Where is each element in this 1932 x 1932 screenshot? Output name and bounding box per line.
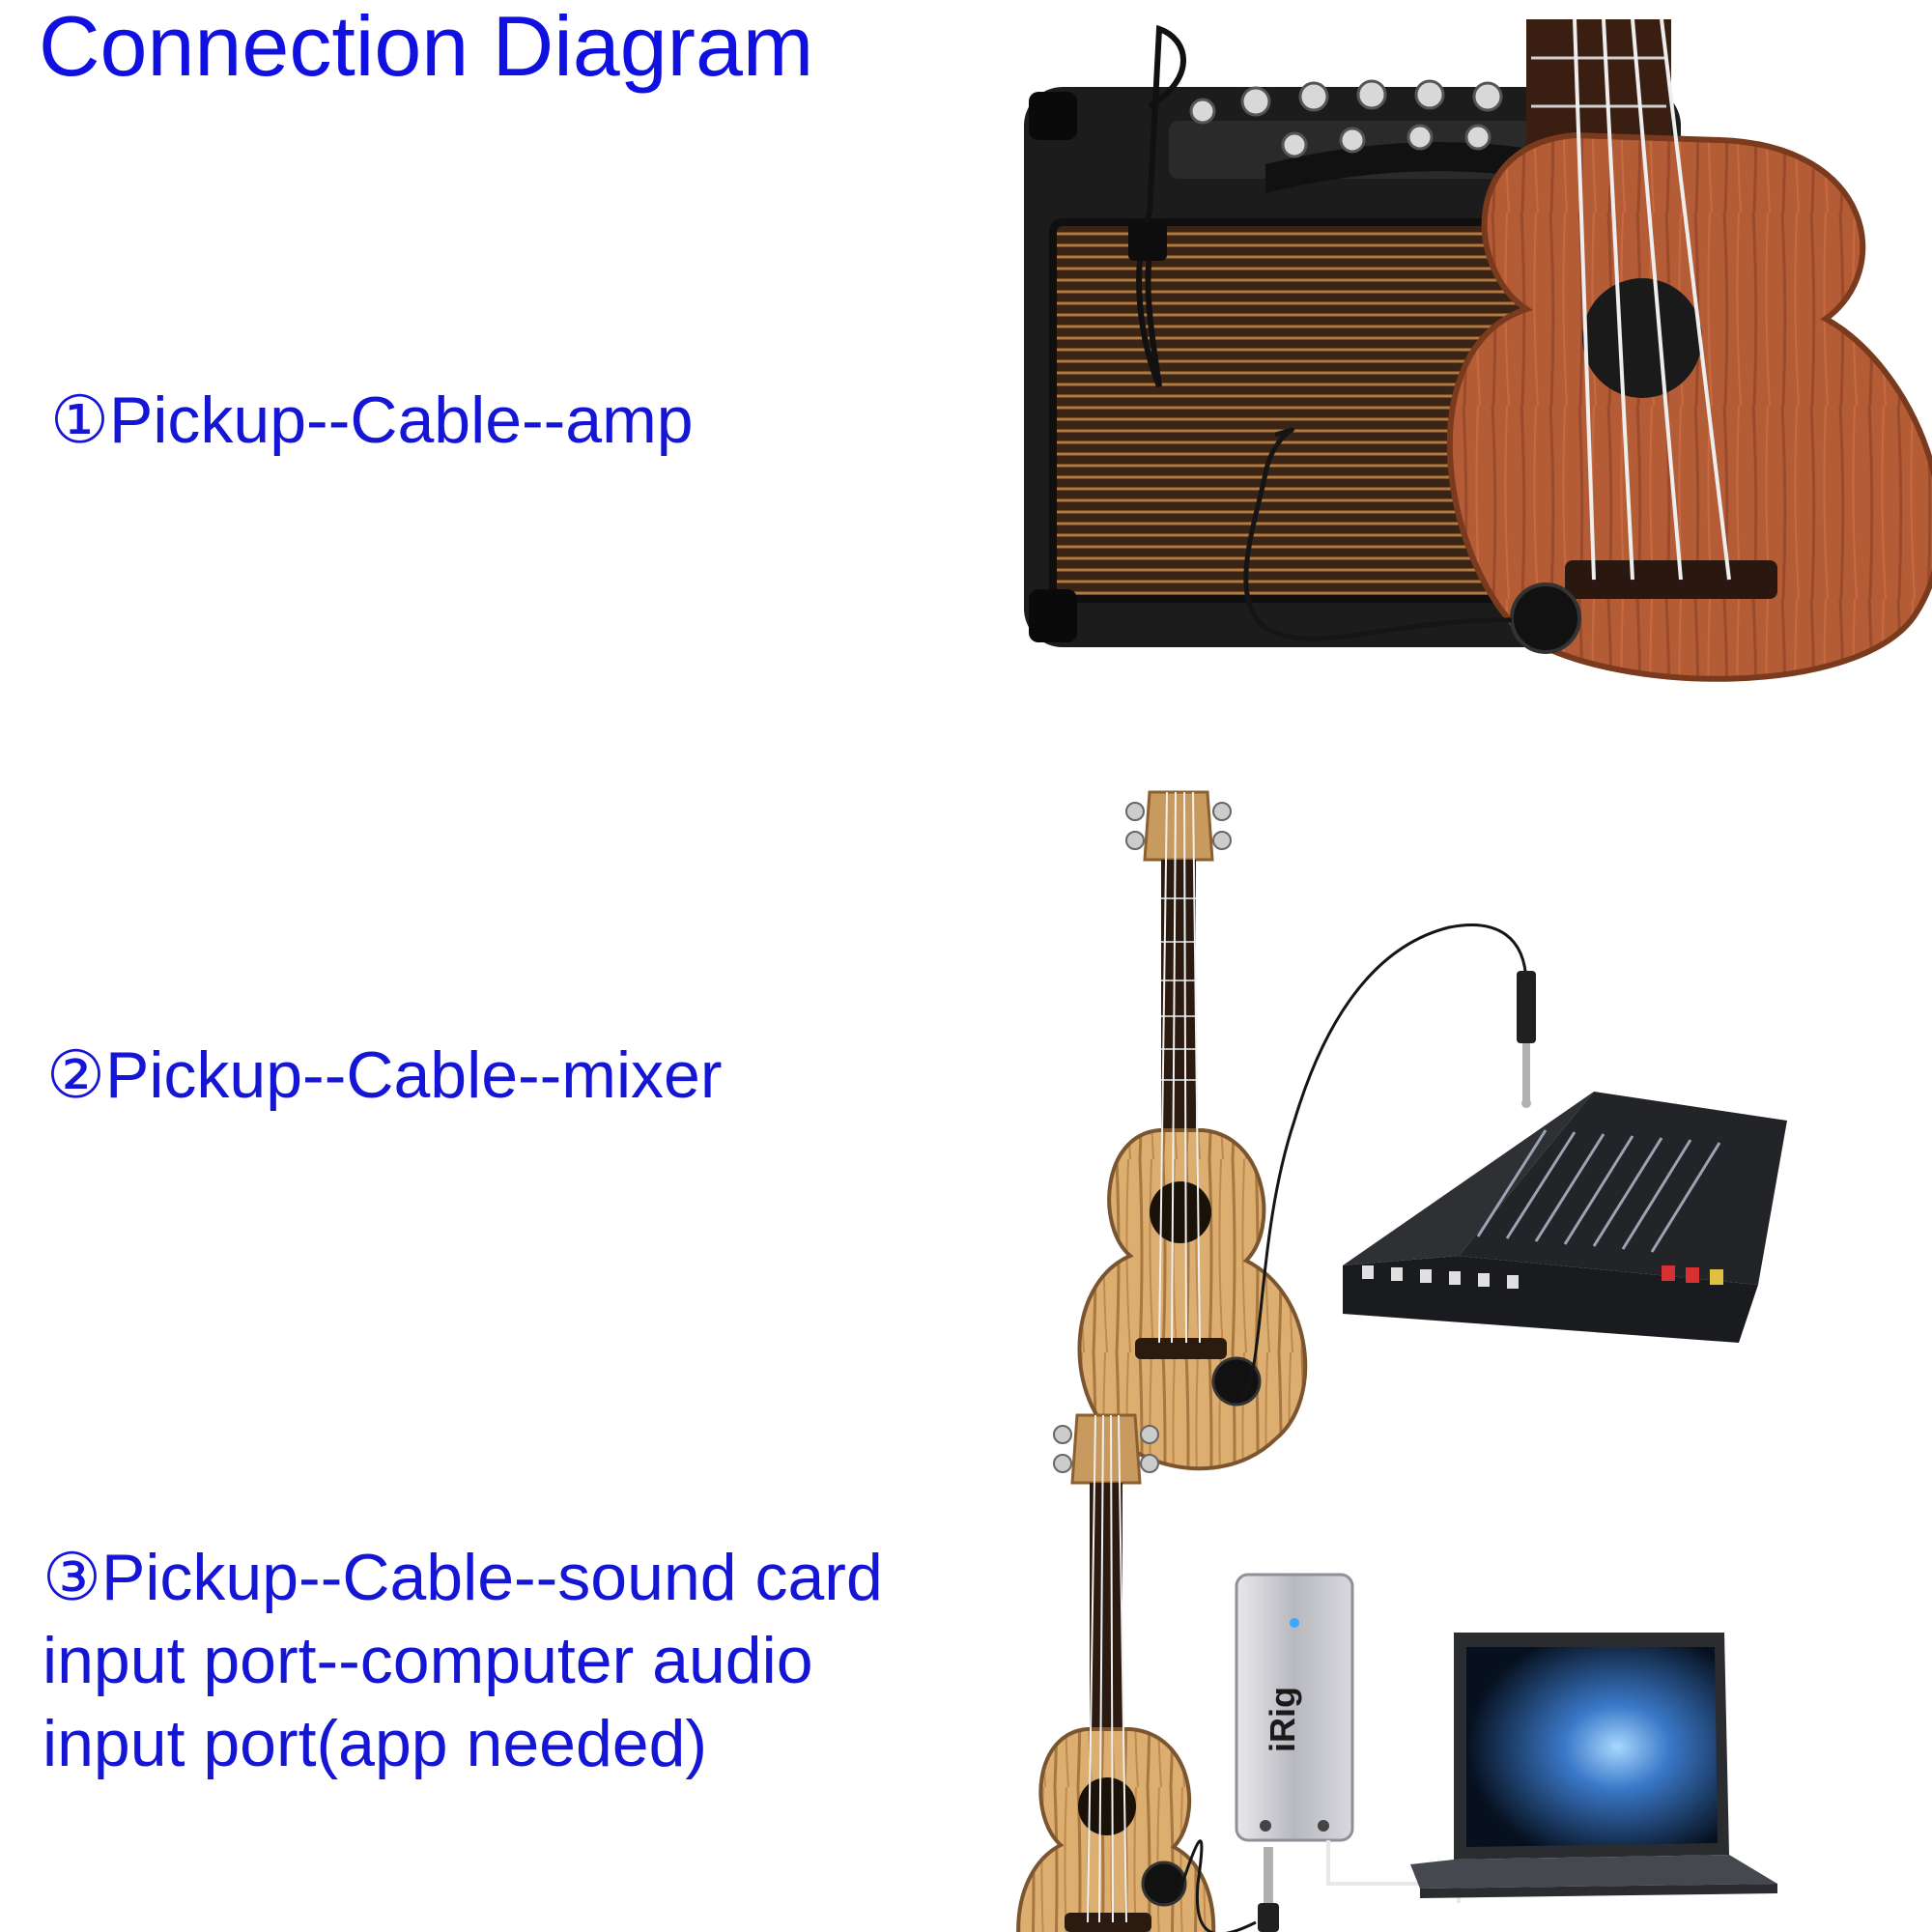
- step-1-label: ①Pickup--Cable--amp: [50, 379, 694, 462]
- ukulele-mixer-photo: [1077, 790, 1787, 1471]
- zebrawood-ukulele-3: [1016, 1413, 1216, 1932]
- amp-ukulele-photo: [1024, 18, 1932, 682]
- step-2-line: ②Pickup--Cable--mixer: [46, 1038, 723, 1112]
- step-2-label: ②Pickup--Cable--mixer: [46, 1034, 723, 1117]
- ukulele-interface-laptop-photo: iRig: [1016, 1413, 1777, 1932]
- pickup-cable-1: [1243, 427, 1513, 641]
- step-3-line-2: input port--computer audio: [43, 1624, 813, 1697]
- step-3-label: ③Pickup--Cable--sound card input port--c…: [43, 1536, 883, 1785]
- jack-plug-3: [1264, 1847, 1273, 1905]
- mixer: [1343, 1092, 1787, 1343]
- irig-logo: iRig: [1263, 1687, 1302, 1752]
- page-title: Connection Diagram: [39, 0, 814, 94]
- zebrawood-ukulele-2: [1077, 790, 1308, 1471]
- step-1-line: ①Pickup--Cable--amp: [50, 384, 694, 457]
- mahogany-ukulele: [1446, 18, 1932, 682]
- step-3-line-3: input port(app needed): [43, 1707, 708, 1780]
- pickup-cable-2: [1239, 923, 1528, 1402]
- pickup-cable-3: [1177, 1839, 1257, 1932]
- step-3-line-1: ③Pickup--Cable--sound card: [43, 1541, 883, 1614]
- jack-plug-2: [1517, 971, 1536, 1108]
- laptop: [1410, 1633, 1777, 1898]
- irig-interface: iRig: [1235, 1573, 1354, 1842]
